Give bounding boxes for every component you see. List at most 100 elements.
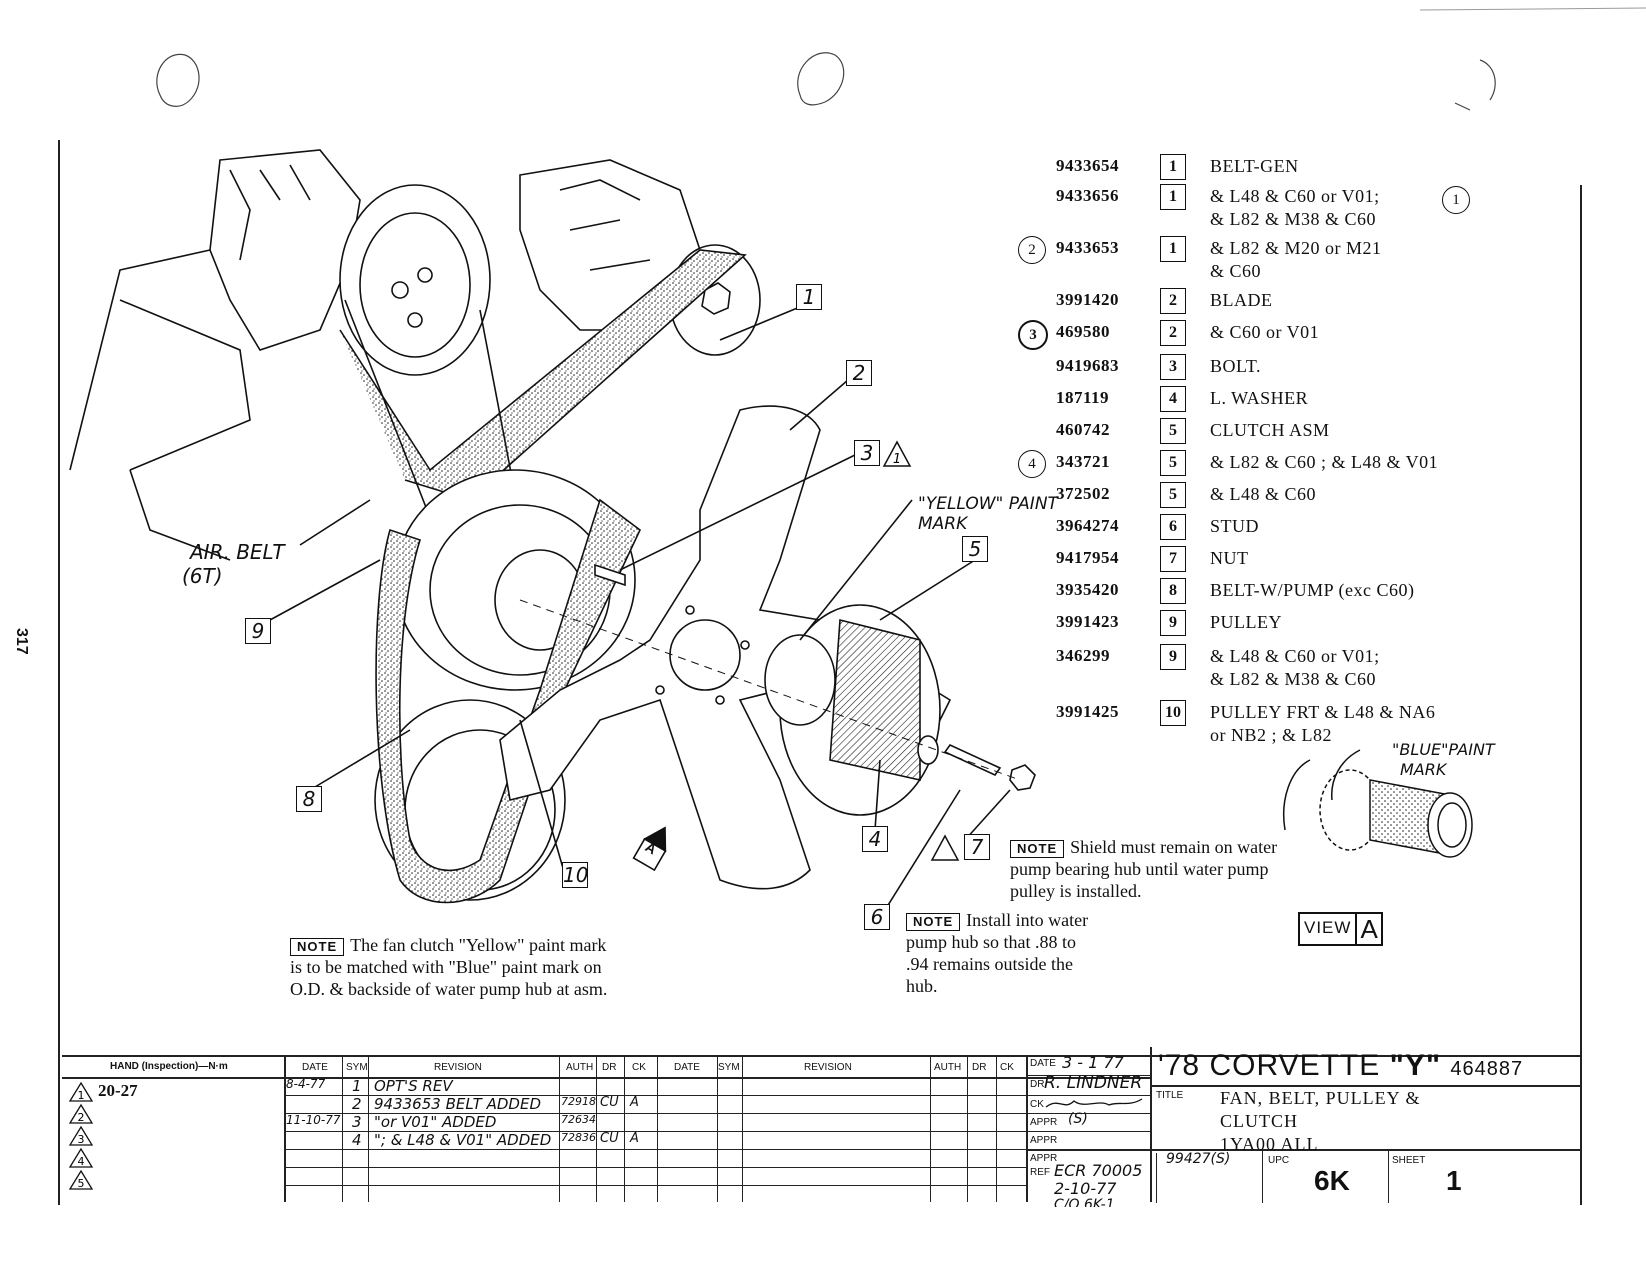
ecr-code: 99427(S) bbox=[1166, 1151, 1231, 1167]
drawing-title: FAN, BELT, PULLEY & CLUTCH 1YA00 ALL bbox=[1220, 1087, 1421, 1156]
part-description-line: & L48 & C60 bbox=[1210, 484, 1317, 504]
part-description-line: & C60 or V01 bbox=[1210, 322, 1320, 342]
part-description-line: PULLEY FRT & L48 & NA6 bbox=[1210, 702, 1436, 722]
item-number-box: 8 bbox=[1160, 578, 1186, 604]
install-note-line-2: pump hub so that .88 to bbox=[906, 932, 1076, 952]
revision-date-cell: 11-10-77 bbox=[286, 1113, 341, 1127]
parts-row: 9433656 1 & L48 & C60 or V01;& L82 & M38 &… bbox=[1056, 180, 1580, 229]
rev-dr-header-2: DR bbox=[972, 1062, 987, 1073]
note-badge: NOTE bbox=[906, 913, 961, 931]
rev-sym-header-2: SYM bbox=[718, 1062, 740, 1073]
part-description-line: & C60 bbox=[1210, 261, 1262, 281]
part-description: L. WASHER bbox=[1210, 387, 1308, 410]
part-description: BELT-GEN bbox=[1210, 155, 1299, 178]
sheet-value: 1 bbox=[1446, 1165, 1462, 1196]
revision-revision-cell: "or V01" ADDED bbox=[374, 1113, 497, 1131]
part-description-line: & L82 & C60 ; & L48 & V01 bbox=[1210, 452, 1439, 472]
part-number: 9433654 bbox=[1056, 156, 1119, 175]
item-number-box: 1 bbox=[1160, 184, 1186, 210]
item-number-box: 5 bbox=[1160, 450, 1186, 476]
parts-row: 9433654 1 BELT-GEN bbox=[1056, 150, 1580, 184]
part-description-line: NUT bbox=[1210, 548, 1249, 568]
revision-auth-cell: 72836 bbox=[561, 1131, 596, 1144]
callout-6: 6 bbox=[864, 904, 890, 930]
view-a-detail-illustration bbox=[1283, 749, 1473, 858]
part-description-line: BOLT. bbox=[1210, 356, 1262, 376]
date-value: 3 - 1 77 bbox=[1062, 1053, 1124, 1072]
item-number-box: 4 bbox=[1160, 386, 1186, 412]
model-name: CORVETTE bbox=[1209, 1049, 1381, 1082]
revision-note-circle: 2 bbox=[1018, 236, 1046, 264]
revision-sym-cell: 2 bbox=[352, 1095, 362, 1113]
revision-revision-cell: 9433653 BELT ADDED bbox=[374, 1095, 541, 1113]
part-description: & L82 & M20 or M21 & C60 bbox=[1210, 237, 1382, 283]
revision-triangle-icon: 1 bbox=[68, 1081, 94, 1102]
part-number: 9433656 bbox=[1056, 186, 1119, 205]
svg-text:1: 1 bbox=[893, 452, 901, 467]
item-number-box: 9 bbox=[1160, 610, 1186, 636]
revision-revision-cell: "; & L48 & V01" ADDED bbox=[374, 1131, 552, 1149]
part-description: & L48 & C60 or V01;& L82 & M38 & C60 bbox=[1210, 185, 1380, 231]
blue-mark-label: "BLUE"PAINT bbox=[1392, 740, 1495, 759]
callout-4: 4 bbox=[862, 826, 888, 852]
part-description: CLUTCH ASM bbox=[1210, 419, 1330, 442]
yellow-mark-label: "YELLOW" PAINT bbox=[918, 494, 1058, 514]
revision-triangle-number: 5 bbox=[78, 1177, 85, 1190]
part-description-line: BELT-W/PUMP (exc C60) bbox=[1210, 580, 1415, 600]
callout-10: 10 bbox=[562, 862, 589, 888]
air-belt-sub-label: (6T) bbox=[182, 564, 223, 588]
revision-triangle-number: 2 bbox=[78, 1111, 85, 1124]
part-description-line: L. WASHER bbox=[1210, 388, 1309, 408]
install-note-line-1: Install into water bbox=[966, 910, 1089, 930]
revision-sym-cell: 3 bbox=[352, 1113, 362, 1131]
item-number-box: 2 bbox=[1160, 320, 1186, 346]
date-label: DATE bbox=[1030, 1058, 1056, 1069]
title-line-1: FAN, BELT, PULLEY & bbox=[1220, 1088, 1421, 1108]
rev-ck-header-2: CK bbox=[1000, 1062, 1014, 1073]
item-number-box: 2 bbox=[1160, 288, 1186, 314]
rev-sym-header: SYM bbox=[346, 1062, 368, 1073]
part-description-line: BLADE bbox=[1210, 290, 1273, 310]
part-description-line: & L82 & M38 & C60 bbox=[1210, 209, 1377, 229]
rev-date-header-2: DATE bbox=[674, 1062, 700, 1073]
part-description: & L82 & C60 ; & L48 & V01 bbox=[1210, 451, 1438, 474]
part-description-line: & L82 & M20 or M21 bbox=[1210, 238, 1382, 258]
rev-revision-header-2: REVISION bbox=[804, 1062, 852, 1073]
view-letter: A bbox=[1355, 914, 1380, 944]
revision-triangle-icon: 5 bbox=[68, 1169, 94, 1190]
item-number-box: 9 bbox=[1160, 644, 1186, 670]
model-year: '78 bbox=[1158, 1049, 1201, 1082]
part-number: 187119 bbox=[1056, 388, 1110, 407]
fan-clutch-note-line-1: The fan clutch "Yellow" paint mark bbox=[350, 935, 607, 955]
revision-sym-cell: 4 bbox=[352, 1131, 362, 1149]
revision-dr-cell: CU bbox=[600, 1095, 619, 1110]
callout-8: 8 bbox=[296, 786, 322, 812]
rev-ck-header: CK bbox=[632, 1062, 646, 1073]
part-description-line: & L48 & C60 or V01; bbox=[1210, 646, 1380, 666]
part-description-line: & L82 & M38 & C60 bbox=[1210, 669, 1377, 689]
ref-value-1: ECR 70005 bbox=[1054, 1161, 1143, 1180]
item-number-box: 1 bbox=[1160, 154, 1186, 180]
part-number: 346299 bbox=[1056, 646, 1110, 665]
revision-revision-cell: OPT'S REV bbox=[374, 1077, 453, 1095]
revision-sym-cell: 1 bbox=[352, 1077, 362, 1095]
upc-value: 6K bbox=[1314, 1165, 1350, 1196]
item-number-box: 3 bbox=[1160, 354, 1186, 380]
part-number: 3991423 bbox=[1056, 612, 1119, 631]
part-number: 9433653 bbox=[1056, 238, 1119, 257]
revision-note-circle: 4 bbox=[1018, 450, 1046, 478]
page-number: 317 bbox=[13, 628, 30, 655]
upc-label: UPC bbox=[1268, 1155, 1290, 1166]
torque-value: 20-27 bbox=[98, 1081, 138, 1100]
shield-note-line-3: pulley is installed. bbox=[1010, 881, 1142, 901]
revision-ck-cell: A bbox=[630, 1131, 639, 1146]
revision-1-triangle-icon: 1 bbox=[882, 440, 912, 467]
part-description: NUT bbox=[1210, 547, 1249, 570]
